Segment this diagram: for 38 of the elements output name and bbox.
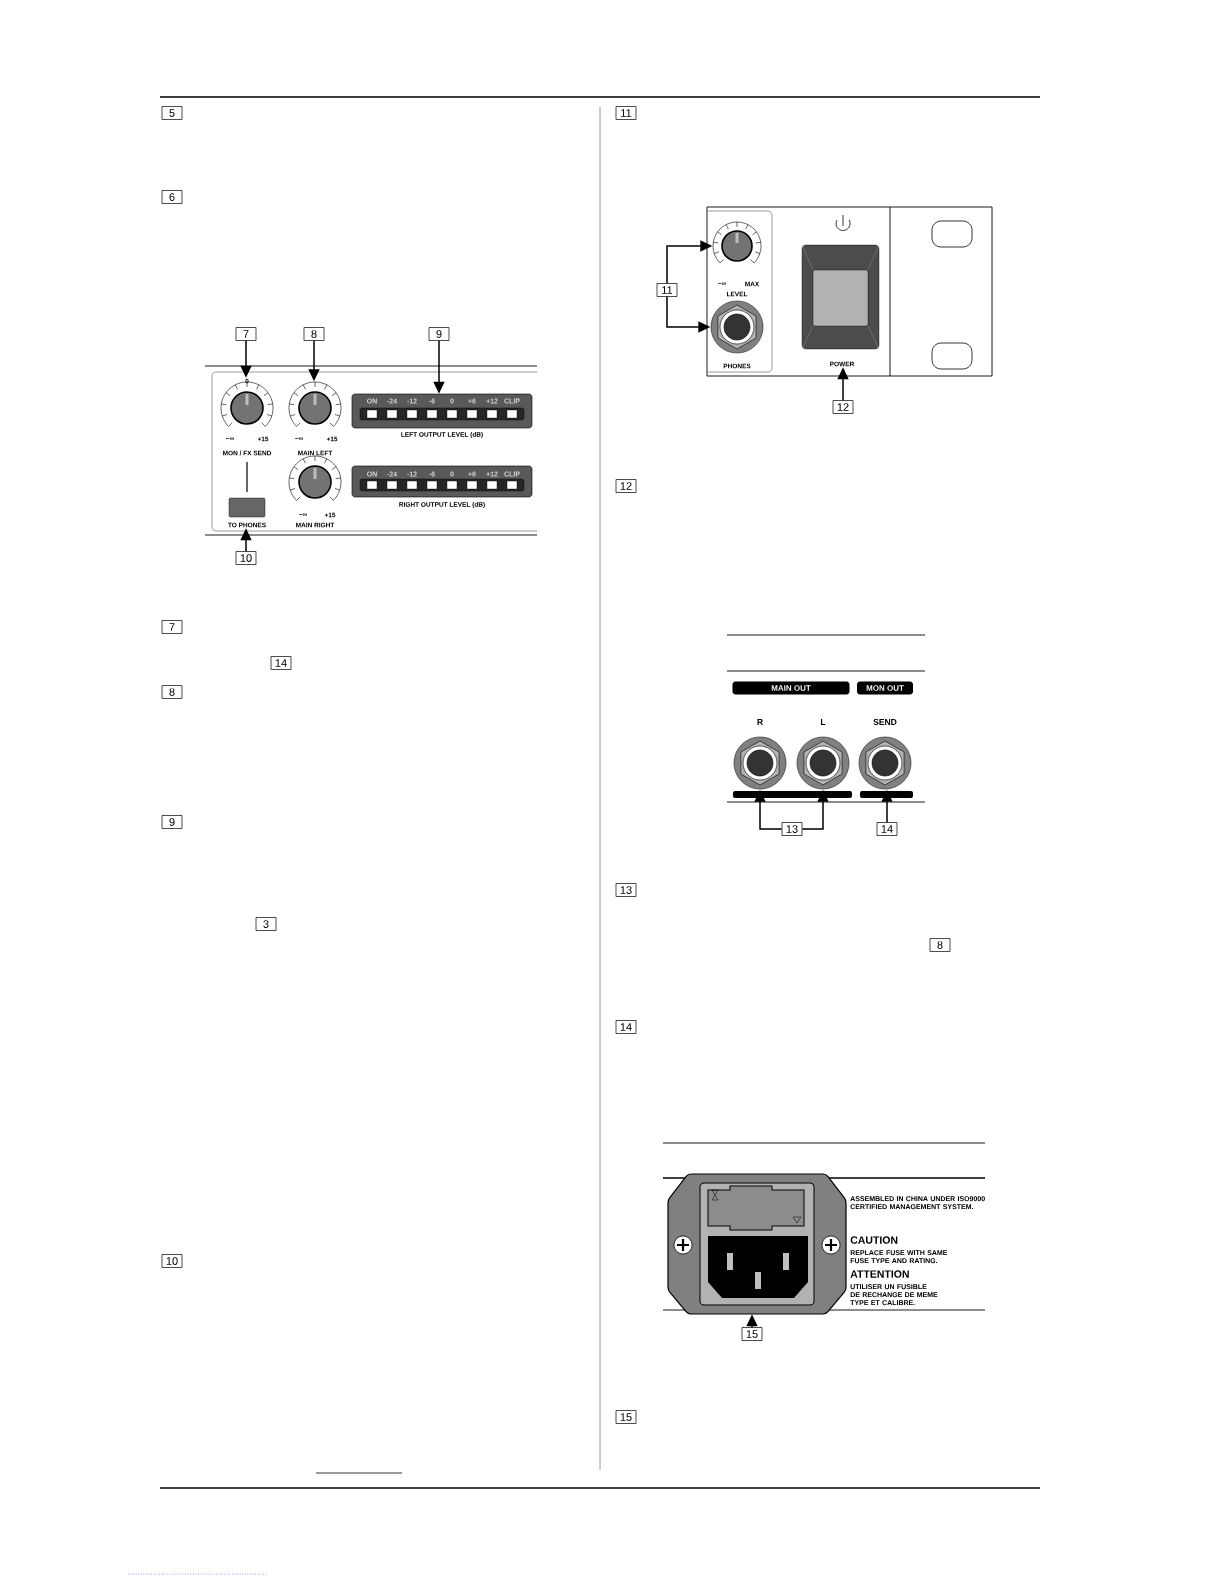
level-meter <box>351 393 533 429</box>
callout-number: 13 <box>781 822 803 836</box>
callout-number: 5 <box>161 106 183 120</box>
callout-number: 9 <box>428 327 450 341</box>
callout-number: 15 <box>615 1410 637 1424</box>
callout-number: 10 <box>235 551 257 565</box>
callout-number: 7 <box>161 620 183 634</box>
jack-socket <box>733 736 787 790</box>
level-meter <box>351 465 533 498</box>
callout-number: 8 <box>929 938 951 952</box>
section-banner: MAIN OUT <box>732 681 850 695</box>
callout-number: 11 <box>656 283 678 297</box>
callout-number: 14 <box>270 656 292 670</box>
callout-number: 13 <box>615 883 637 897</box>
callout-number: 9 <box>161 815 183 829</box>
callout-number: 12 <box>832 400 854 414</box>
callout-number: 14 <box>615 1020 637 1034</box>
jack-label: SEND <box>873 719 897 725</box>
knob <box>288 455 342 501</box>
callout-number: 3 <box>255 917 277 931</box>
callout-number: 12 <box>615 479 637 493</box>
callout-number: 6 <box>161 190 183 204</box>
section-banner: MON OUT <box>857 681 913 695</box>
jack-label: R <box>757 719 763 725</box>
jack-socket <box>796 736 850 790</box>
callout-number: 15 <box>741 1327 763 1341</box>
knob <box>288 381 342 427</box>
jack-label: L <box>820 719 826 725</box>
callout-number: 11 <box>615 106 637 120</box>
callout-number: 10 <box>161 1254 183 1268</box>
power-inlet-drawing <box>667 1173 847 1315</box>
jack-socket <box>710 300 764 354</box>
callout-number: 8 <box>161 685 183 699</box>
callout-number: 14 <box>876 822 898 836</box>
jack-socket <box>858 736 912 790</box>
knob <box>712 221 762 264</box>
callout-number: 8 <box>303 327 325 341</box>
callout-number: 7 <box>235 327 257 341</box>
